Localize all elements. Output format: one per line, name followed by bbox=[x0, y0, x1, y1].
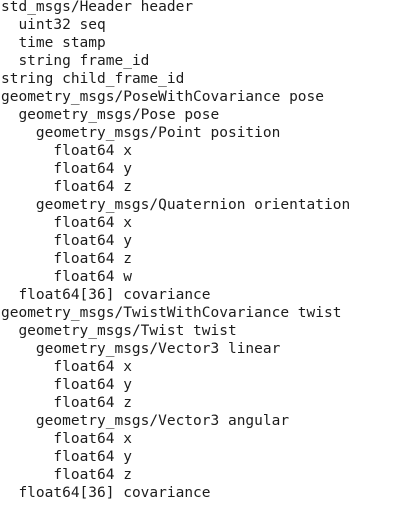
field-line: float64 x bbox=[53, 143, 132, 159]
message-definition: std_msgs/Header header uint32 seq time sta… bbox=[1, 0, 350, 502]
field-line: float64 y bbox=[53, 377, 132, 393]
field-line: float64 y bbox=[53, 233, 132, 249]
field-line: geometry_msgs/Vector3 linear bbox=[35, 341, 281, 357]
field-line: uint32 seq bbox=[18, 17, 106, 33]
field-line: geometry_msgs/Quaternion orientation bbox=[35, 197, 351, 213]
field-line: float64 z bbox=[53, 467, 132, 483]
field-line: string child_frame_id bbox=[1, 71, 185, 87]
field-line: float64 z bbox=[53, 395, 132, 411]
field-line: float64[36] covariance bbox=[18, 485, 211, 501]
field-line: geometry_msgs/TwistWithCovariance twist bbox=[1, 305, 342, 321]
field-line: float64 x bbox=[53, 431, 132, 447]
field-line: geometry_msgs/Twist twist bbox=[18, 323, 237, 339]
field-line: geometry_msgs/Pose pose bbox=[18, 107, 220, 123]
field-line: float64[36] covariance bbox=[18, 287, 211, 303]
field-line: float64 y bbox=[53, 449, 132, 465]
field-line: geometry_msgs/Vector3 angular bbox=[35, 413, 290, 429]
field-line: float64 z bbox=[53, 179, 132, 195]
field-line: float64 y bbox=[53, 161, 132, 177]
field-line: string frame_id bbox=[18, 53, 150, 69]
field-line: float64 x bbox=[53, 359, 132, 375]
field-line: float64 z bbox=[53, 251, 132, 267]
field-line: float64 w bbox=[53, 269, 132, 285]
field-line: std_msgs/Header header bbox=[1, 0, 194, 15]
field-line: float64 x bbox=[53, 215, 132, 231]
field-line: geometry_msgs/PoseWithCovariance pose bbox=[1, 89, 325, 105]
field-line: time stamp bbox=[18, 35, 106, 51]
field-line: geometry_msgs/Point position bbox=[35, 125, 281, 141]
